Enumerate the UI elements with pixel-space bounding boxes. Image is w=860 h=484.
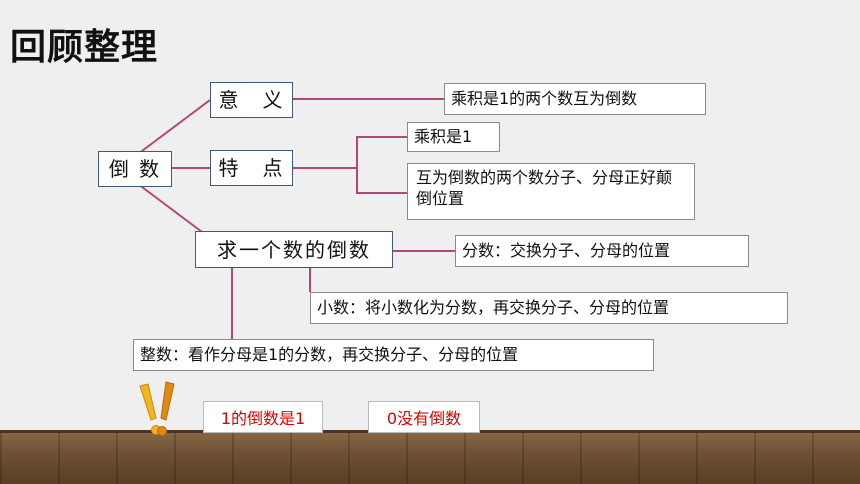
method-integer: 整数：看作分母是1的分数，再交换分子、分母的位置	[133, 339, 654, 371]
page-title: 回顾整理	[10, 27, 159, 68]
method-fraction: 分数：交换分子、分母的位置	[455, 235, 749, 267]
note-reciprocal-of-one: 1的倒数是1	[203, 401, 323, 433]
feature-product-one: 乘积是1	[407, 122, 500, 152]
connector-root-meaning	[137, 99, 211, 155]
meaning-detail: 乘积是1的两个数互为倒数	[444, 83, 706, 115]
exclamation-marks-icon	[139, 381, 175, 436]
connector-root-find	[137, 183, 211, 239]
branch-find-reciprocal: 求一个数的倒数	[195, 231, 393, 268]
method-decimal: 小数：将小数化为分数，再交换分子、分母的位置	[310, 292, 788, 324]
root-node: 倒 数	[98, 151, 172, 187]
feature-swap-positions: 互为倒数的两个数分子、分母正好颠倒位置	[407, 163, 695, 220]
connector-features-details	[356, 136, 407, 194]
note-zero-no-reciprocal: 0没有倒数	[368, 401, 480, 433]
branch-meaning: 意 义	[210, 82, 293, 118]
branch-features: 特 点	[210, 150, 293, 186]
